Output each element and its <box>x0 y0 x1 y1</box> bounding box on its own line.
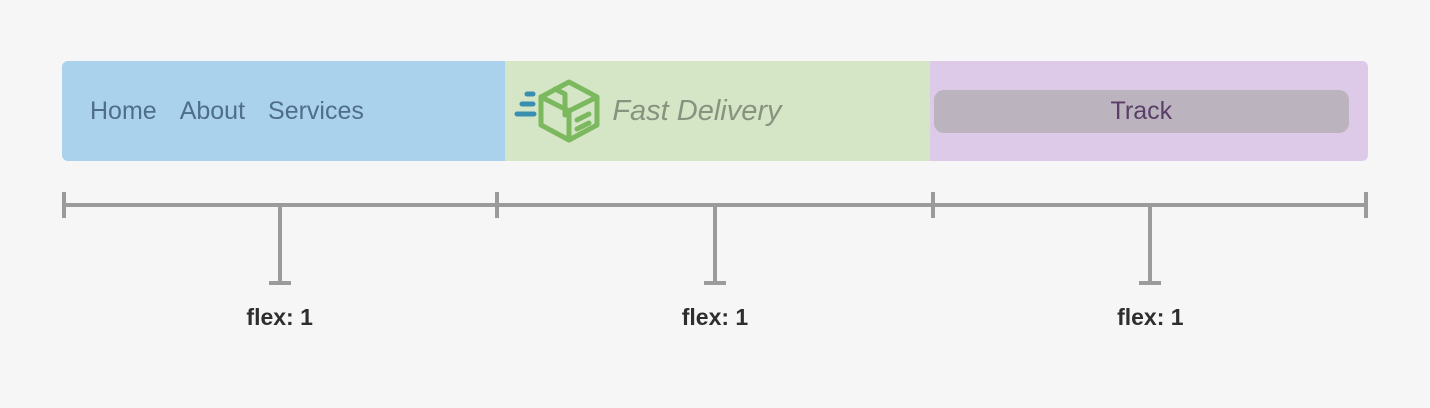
ruler-drop-line <box>1138 205 1162 285</box>
ruler-drop-line <box>703 205 727 285</box>
track-button[interactable]: Track <box>933 89 1349 133</box>
flex-annotation: flex: 1 <box>681 304 749 330</box>
ruler-tick <box>495 192 500 218</box>
ruler-tick <box>1364 192 1368 218</box>
flex-annotation: flex: 1 <box>246 304 313 330</box>
nav-links-section: Home About Services <box>62 61 506 161</box>
ruler-drop-line <box>268 205 292 285</box>
width-ruler: flex: 1 flex: 1 flex: 1 <box>62 192 1368 342</box>
fast-delivery-logo <box>514 78 602 144</box>
nav-link-about[interactable]: About <box>179 96 246 125</box>
speed-lines-icon <box>514 91 537 117</box>
navbar: Home About Services <box>62 61 1368 161</box>
flex-annotation: flex: 1 <box>1117 304 1184 330</box>
delivery-box-icon <box>514 79 600 143</box>
nav-link-home[interactable]: Home <box>90 96 157 125</box>
brand-name: Fast Delivery <box>612 94 782 127</box>
ruler-tick <box>930 192 935 218</box>
ruler-tick <box>62 192 66 218</box>
logo-section: Fast Delivery <box>505 61 930 161</box>
nav-link-services[interactable]: Services <box>268 96 364 125</box>
track-section: Track <box>929 61 1368 161</box>
